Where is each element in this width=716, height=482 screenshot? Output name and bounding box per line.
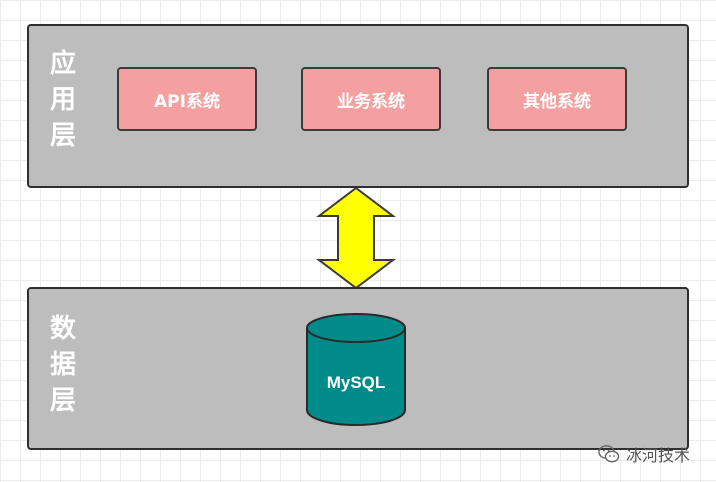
label-char: 层 — [49, 121, 76, 151]
label-char: 数 — [49, 314, 76, 344]
watermark: 冰河技术 — [598, 442, 690, 466]
double-arrow-connector — [316, 186, 396, 290]
label-char: 层 — [49, 386, 76, 416]
database-body — [306, 328, 406, 426]
data-layer-label: 数 据 层 — [43, 311, 83, 419]
label-char: 用 — [49, 85, 76, 115]
label-char: 应 — [49, 49, 76, 79]
business-system-label: 业务系统 — [337, 91, 405, 112]
mysql-database-cylinder: MySQL — [306, 313, 406, 426]
database-top — [306, 313, 406, 343]
application-layer-label: 应 用 层 — [43, 46, 83, 154]
watermark-text: 冰河技术 — [626, 446, 691, 465]
database-label: MySQL — [327, 373, 386, 392]
label-char: 据 — [49, 350, 76, 380]
wechat-icon — [598, 445, 620, 463]
double-arrow-shape — [316, 186, 396, 290]
other-system-box: 其他系统 — [487, 67, 627, 131]
api-system-box: API系统 — [117, 67, 257, 131]
api-system-label: API系统 — [154, 91, 220, 112]
other-system-label: 其他系统 — [523, 91, 591, 112]
application-layer: 应 用 层 API系统 业务系统 其他系统 — [27, 24, 689, 188]
business-system-box: 业务系统 — [301, 67, 441, 131]
